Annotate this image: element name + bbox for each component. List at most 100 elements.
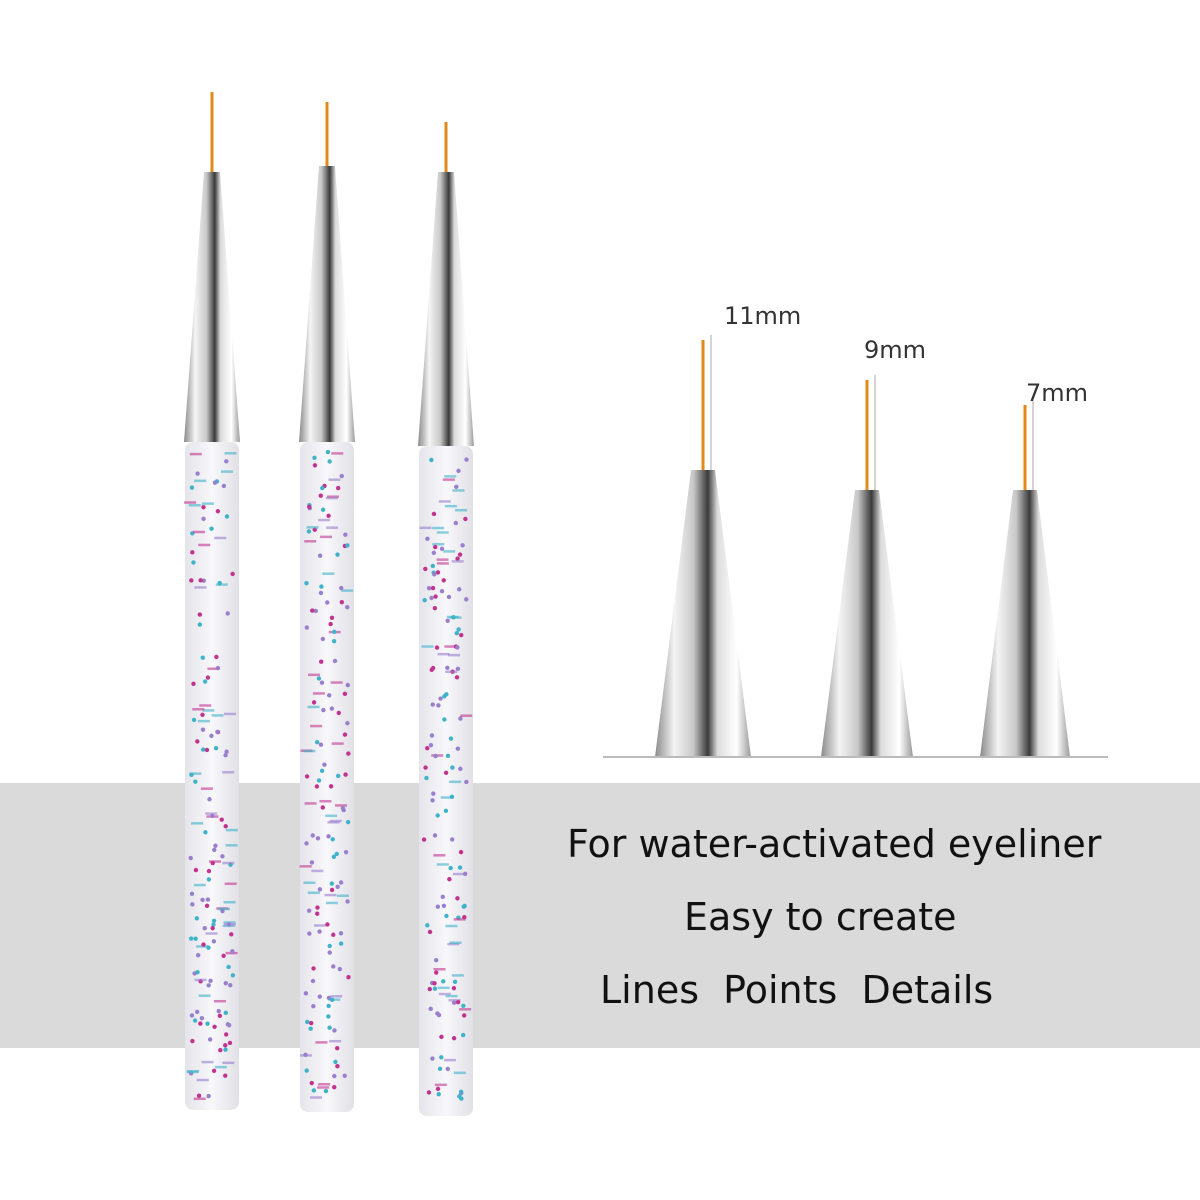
glitter (332, 629, 337, 635)
glitter (340, 805, 346, 811)
glitter (458, 1089, 464, 1095)
glitter (458, 766, 463, 771)
glitter (455, 556, 460, 561)
glitter (198, 994, 211, 997)
glitter (213, 999, 226, 1003)
glitter (213, 843, 218, 848)
handle (419, 446, 473, 1116)
glitter (455, 896, 460, 901)
glitter (327, 1025, 332, 1030)
glitter (443, 550, 456, 553)
glitter (437, 1066, 443, 1072)
glitter (449, 794, 455, 800)
glitter (184, 501, 197, 504)
glitter (216, 1008, 221, 1014)
glitter (429, 667, 434, 672)
glitter (197, 622, 203, 627)
glitter (331, 964, 336, 969)
glitter (451, 986, 457, 991)
glitter (439, 1055, 444, 1060)
glitter (331, 854, 337, 860)
glitter (217, 1013, 223, 1018)
caption-line-2: Easy to create (684, 895, 957, 939)
glitter (330, 995, 343, 998)
glitter (441, 903, 447, 909)
glitter (432, 986, 438, 991)
glitter (201, 502, 214, 505)
glitter (329, 887, 335, 893)
glitter (299, 865, 312, 868)
glitter (440, 796, 453, 799)
glitter (329, 706, 335, 711)
glitter (335, 884, 340, 889)
glitter (433, 957, 439, 963)
glitter (338, 880, 344, 885)
glitter (224, 882, 237, 886)
glitter (432, 542, 445, 546)
glitter (310, 724, 323, 728)
glitter (425, 536, 430, 542)
glitter (448, 736, 454, 741)
glitter (194, 1009, 200, 1015)
glitter (196, 945, 209, 948)
glitter (432, 981, 437, 986)
glitter (329, 1039, 342, 1043)
glitter (215, 509, 221, 514)
size-label-7mm: 7mm (1026, 379, 1089, 407)
glitter (323, 1088, 329, 1094)
glitter (327, 943, 332, 949)
glitter (304, 774, 310, 779)
glitter (194, 586, 207, 589)
glitter (198, 1021, 203, 1026)
glitter (312, 692, 325, 695)
glitter (318, 1083, 331, 1086)
glitter (455, 508, 468, 512)
glitter (429, 733, 435, 738)
glitter (319, 680, 325, 685)
glitter (450, 765, 455, 770)
brush-tip-closeup (821, 375, 913, 757)
glitter (429, 595, 434, 601)
glitter (319, 768, 325, 773)
glitter (345, 720, 350, 726)
glitter (206, 1093, 211, 1099)
glitter (208, 860, 221, 863)
glitter (445, 1066, 450, 1072)
glitter (435, 570, 441, 575)
glitter (448, 999, 461, 1002)
glitter (458, 716, 463, 721)
glitter (223, 1043, 228, 1048)
brush (418, 122, 474, 1116)
glitter (200, 897, 205, 903)
glitter (452, 872, 465, 876)
glitter (329, 615, 335, 620)
glitter (426, 1090, 432, 1095)
glitter (456, 627, 461, 632)
glitter (212, 847, 217, 853)
glitter (201, 516, 206, 522)
glitter (333, 1059, 338, 1065)
glitter (187, 1070, 200, 1073)
glitter (426, 585, 432, 591)
glitter (193, 936, 198, 941)
caption-line-1: For water-activated eyeliner (567, 822, 1102, 866)
glitter (217, 907, 230, 911)
glitter (339, 585, 344, 591)
glitter (304, 841, 309, 846)
glitter (200, 727, 206, 732)
glitter (316, 676, 322, 681)
glitter (451, 560, 464, 563)
glitter (430, 585, 436, 591)
ferrule (184, 172, 240, 442)
glitter (200, 655, 205, 660)
glitter (435, 1086, 441, 1092)
glitter (448, 653, 461, 657)
glitter (428, 742, 434, 748)
glitter (198, 543, 211, 547)
glitter (316, 778, 322, 783)
glitter (331, 932, 336, 937)
glitter (204, 747, 210, 753)
glitter (443, 1058, 456, 1062)
glitter (453, 918, 466, 921)
glitter (460, 714, 473, 717)
